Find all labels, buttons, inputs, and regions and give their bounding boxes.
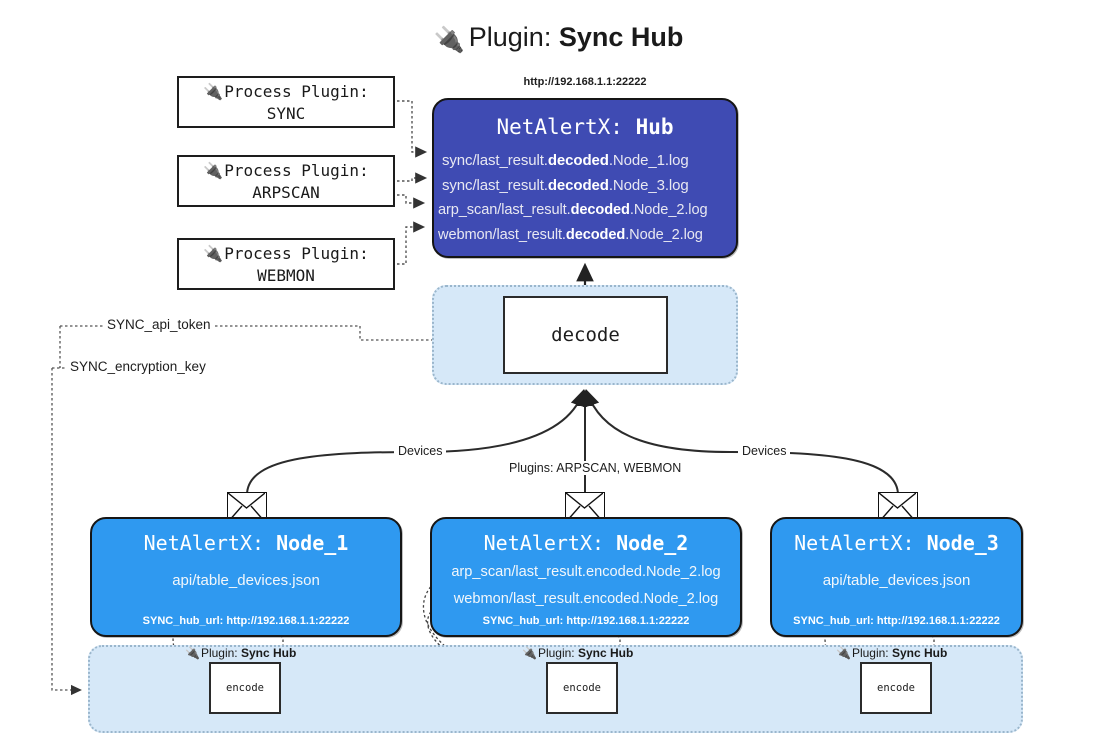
- process-plugin-label: Process Plugin:: [224, 243, 369, 263]
- process-plugin-label: Process Plugin:: [224, 160, 369, 180]
- encoder-plugin-name: Sync Hub: [577, 646, 634, 660]
- process-plugin-heading: 🔌Process Plugin:: [179, 81, 393, 103]
- plug-icon: 🔌: [836, 646, 851, 660]
- encoder-plugin-prefix: Plugin:: [851, 646, 892, 660]
- edge-label-plugins-center: Plugins: ARPSCAN, WEBMON: [505, 461, 686, 475]
- hub-log-item: sync/last_result.decoded.Node_1.log: [434, 148, 736, 173]
- hub-log-item: sync/last_result.decoded.Node_3.log: [434, 173, 736, 198]
- plug-icon: 🔌: [522, 646, 537, 660]
- node-hub-url-value: http://192.168.1.1:22222: [226, 615, 350, 627]
- node-hub-url-value: http://192.168.1.1:22222: [566, 615, 690, 627]
- encoder-plugin-label-2: 🔌Plugin: Sync Hub: [522, 646, 633, 660]
- encode-box-node-1[interactable]: encode: [209, 662, 281, 714]
- node-title-prefix: NetAlertX:: [143, 531, 277, 555]
- node-hub-url-value: http://192.168.1.1:22222: [876, 615, 1000, 627]
- node-title-name: Node_1: [276, 531, 349, 555]
- hub-node[interactable]: NetAlertX: Hub sync/last_result.decoded.…: [432, 98, 738, 258]
- encode-box-node-2[interactable]: encode: [546, 662, 618, 714]
- process-plugin-box-arpscan[interactable]: 🔌Process Plugin: ARPSCAN: [177, 155, 395, 207]
- encoder-plugin-label-1: 🔌Plugin: Sync Hub: [185, 646, 296, 660]
- page-title: 🔌Plugin: Sync Hub: [0, 18, 1117, 59]
- node-card-node-1[interactable]: NetAlertX: Node_1 api/table_devices.json…: [90, 517, 402, 637]
- edge-label-devices-right: Devices: [738, 444, 791, 458]
- hub-log-list: sync/last_result.decoded.Node_1.log sync…: [434, 148, 736, 248]
- log-post: .Node_2.log: [629, 202, 708, 218]
- process-plugin-name: SYNC: [266, 103, 306, 123]
- plug-icon: 🔌: [185, 646, 200, 660]
- log-em: decoded: [570, 202, 630, 218]
- process-plugin-heading: 🔌Process Plugin:: [179, 160, 393, 182]
- encoder-plugin-prefix: Plugin:: [200, 646, 241, 660]
- node-hub-url-key: SYNC_hub_url:: [482, 615, 567, 627]
- secret-label-encryption-key: SYNC_encryption_key: [66, 359, 210, 374]
- node-hub-url: SYNC_hub_url: http://192.168.1.1:22222: [92, 615, 400, 627]
- plug-icon: 🔌: [203, 245, 224, 263]
- secret-label-api-token: SYNC_api_token: [103, 317, 215, 332]
- node-title-prefix: NetAlertX:: [794, 531, 927, 555]
- process-plugin-name: WEBMON: [257, 265, 315, 285]
- encoder-plugin-name: Sync Hub: [240, 646, 297, 660]
- log-pre: sync/last_result.: [442, 177, 548, 194]
- log-em: decoded: [565, 227, 626, 243]
- log-pre: sync/last_result.: [442, 152, 548, 169]
- plug-icon: 🔌: [203, 83, 224, 101]
- log-post: .Node_3.log: [608, 177, 689, 194]
- node-title: NetAlertX: Node_3: [772, 529, 1021, 557]
- node-hub-url: SYNC_hub_url: http://192.168.1.1:22222: [772, 615, 1021, 627]
- node-hub-url: SYNC_hub_url: http://192.168.1.1:22222: [432, 615, 740, 627]
- hub-log-item: arp_scan/last_result.decoded.Node_2.log: [434, 198, 736, 223]
- node-title-name: Node_3: [926, 531, 999, 555]
- decode-box[interactable]: decode: [503, 296, 668, 374]
- node-card-node-2[interactable]: NetAlertX: Node_2 arp_scan/last_result.e…: [430, 517, 742, 637]
- hub-url-label: http://192.168.1.1:22222: [523, 76, 647, 88]
- node-line: api/table_devices.json: [172, 572, 320, 589]
- node-card-node-3[interactable]: NetAlertX: Node_3 api/table_devices.json…: [770, 517, 1023, 637]
- process-plugin-heading: 🔌Process Plugin:: [179, 243, 393, 265]
- hub-title-prefix: NetAlertX:: [496, 115, 636, 139]
- log-em: decoded: [547, 152, 609, 169]
- encoder-plugin-prefix: Plugin:: [537, 646, 578, 660]
- hub-title-name: Hub: [635, 115, 674, 139]
- node-title: NetAlertX: Node_1: [92, 529, 400, 557]
- node-hub-url-key: SYNC_hub_url:: [793, 615, 877, 627]
- node-title-prefix: NetAlertX:: [483, 531, 617, 555]
- log-pre: webmon/last_result.: [438, 227, 566, 243]
- plug-icon: 🔌: [203, 162, 224, 180]
- encoder-plugin-label-3: 🔌Plugin: Sync Hub: [836, 646, 947, 660]
- encode-box-node-3[interactable]: encode: [860, 662, 932, 714]
- log-post: .Node_1.log: [608, 152, 689, 169]
- node-line: webmon/last_result.encoded.Node_2.log: [453, 591, 719, 607]
- node-line: api/table_devices.json: [822, 572, 971, 589]
- page-title-name: Sync Hub: [558, 22, 684, 52]
- process-plugin-label: Process Plugin:: [224, 81, 369, 101]
- process-plugin-name: ARPSCAN: [252, 182, 320, 202]
- hub-log-item: webmon/last_result.decoded.Node_2.log: [434, 223, 736, 248]
- log-post: .Node_2.log: [625, 227, 703, 243]
- plug-icon: 🔌: [433, 26, 465, 54]
- node-hub-url-key: SYNC_hub_url:: [142, 615, 227, 627]
- page-title-prefix: Plugin:: [468, 22, 559, 52]
- node-title: NetAlertX: Node_2: [432, 529, 740, 557]
- process-plugin-box-sync[interactable]: 🔌Process Plugin: SYNC: [177, 76, 395, 128]
- hub-title: NetAlertX: Hub: [434, 112, 736, 142]
- edge-label-devices-left: Devices: [394, 444, 447, 458]
- process-plugin-box-webmon[interactable]: 🔌Process Plugin: WEBMON: [177, 238, 395, 290]
- node-line: arp_scan/last_result.encoded.Node_2.log: [451, 564, 721, 580]
- node-title-name: Node_2: [616, 531, 689, 555]
- log-em: decoded: [547, 177, 609, 194]
- log-pre: arp_scan/last_result.: [438, 202, 571, 218]
- encoder-plugin-name: Sync Hub: [891, 646, 948, 660]
